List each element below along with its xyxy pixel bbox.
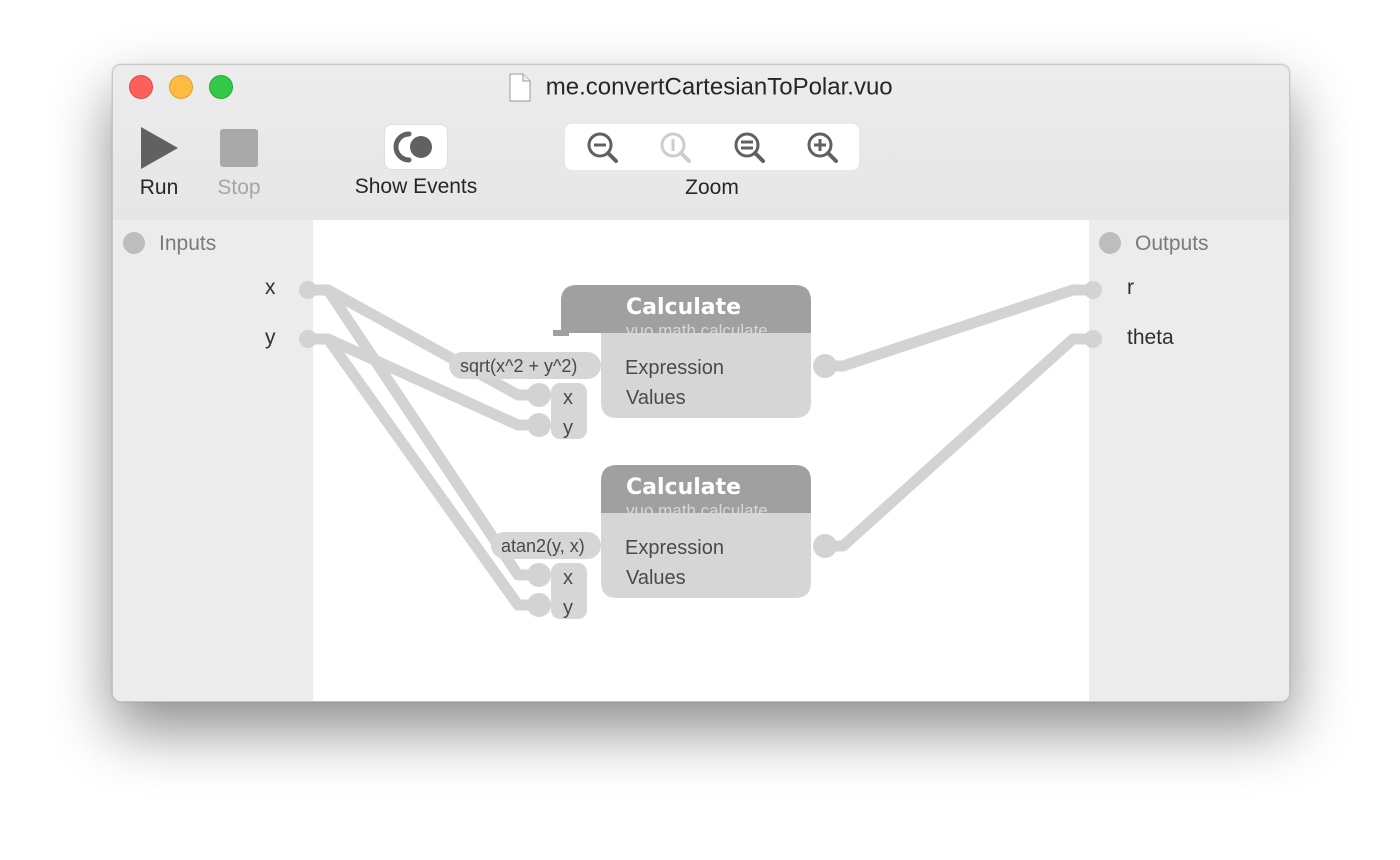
node-1-expression-value: sqrt(x^2 + y^2) [460,356,577,376]
window-title-area: me.convertCartesianToPolar.vuo [113,73,1289,102]
close-window-button[interactable] [129,75,153,99]
cable-node2-out-to-theta[interactable] [819,333,1099,552]
calculate-node-2[interactable]: Calculate vuo.math.calculate atan2(y, x)… [491,465,837,619]
node-2-class: vuo.math.calculate [626,501,768,520]
composition-graph: Calculate vuo.math.calculate sqrt(x^2 + … [299,281,1102,619]
output-port-r-label: r [1127,276,1134,299]
input-port-x[interactable] [299,281,317,299]
inputs-header: Inputs [123,232,216,256]
zoom-controls: Zoom [563,121,861,200]
stop-label: Stop [217,176,261,199]
node-2-values-label: Values [626,567,686,589]
node-1-output-port[interactable] [813,354,837,378]
zoom-actual-size-icon[interactable] [657,129,693,165]
input-port-y-label: y [265,326,276,349]
node-1-input-x-port[interactable] [527,383,551,407]
zoom-in-icon[interactable] [804,129,840,165]
node-2-value-x-label: x [563,567,573,589]
output-port-r[interactable] [1084,281,1102,299]
titlebar-toolbar: me.convertCartesianToPolar.vuo Run Stop … [113,65,1289,221]
input-port-x-label: x [265,276,276,299]
play-icon [141,127,178,169]
node-1-values-label: Values [626,387,686,409]
node-1-input-y-port[interactable] [527,413,551,437]
outputs-title: Outputs [1135,232,1209,255]
node-1-expression-constant[interactable] [449,352,601,379]
outputs-panel: Outputs r theta [1089,220,1289,701]
inputs-panel: Inputs x y [113,220,313,701]
node-2-input-x-port[interactable] [527,563,551,587]
zoom-to-fit-icon[interactable] [731,129,767,165]
node-2-input-y-port[interactable] [527,593,551,617]
node-2-title: Calculate [626,475,741,500]
stop-button[interactable]: Stop [209,121,269,200]
node-2-output-port[interactable] [813,534,837,558]
node-2-expression-value: atan2(y, x) [501,536,585,556]
inputs-title: Inputs [159,232,217,255]
run-button[interactable]: Run [129,121,189,200]
editor-window: me.convertCartesianToPolar.vuo Run Stop … [112,64,1290,702]
zoom-button-group [565,124,859,170]
input-port-y[interactable] [299,330,317,348]
run-label: Run [139,176,179,199]
window-title: me.convertCartesianToPolar.vuo [545,73,893,101]
show-events-button[interactable]: Show Events [341,121,491,199]
calculate-node-1[interactable]: Calculate vuo.math.calculate sqrt(x^2 + … [449,285,837,439]
inputs-event-port-icon[interactable] [123,232,145,254]
outputs-header: Outputs [1099,232,1209,256]
show-events-toggle[interactable] [385,125,447,169]
node-1-title: Calculate [626,295,741,320]
document-icon [509,73,531,102]
stop-icon [220,129,258,167]
node-1-value-x-label: x [563,387,573,409]
node-2-value-y-label: y [563,597,573,619]
output-port-theta[interactable] [1084,330,1102,348]
node-1-value-y-label: y [563,417,573,439]
outputs-event-port-icon[interactable] [1099,232,1121,254]
output-port-theta-label: theta [1127,326,1174,349]
node-1-expression-label: Expression [625,357,724,379]
zoom-label: Zoom [685,176,739,199]
node-2-expression-label: Expression [625,537,724,559]
node-2-expression-constant[interactable] [491,532,601,559]
show-events-label: Show Events [354,175,478,198]
node-1-class: vuo.math.calculate [626,321,768,340]
minimize-window-button[interactable] [169,75,193,99]
zoom-out-icon[interactable] [584,129,620,165]
events-icon [393,131,432,163]
zoom-window-button[interactable] [209,75,233,99]
